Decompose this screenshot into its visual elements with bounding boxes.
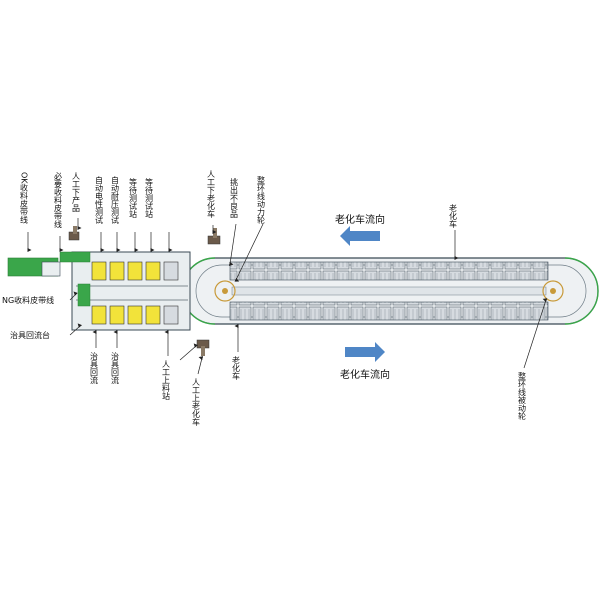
robot-arm-icon [207,228,221,245]
aging-car-row-bottom [229,301,549,321]
flow-label-top: 老化车流向 [335,213,385,226]
label-auto-elec-test: 自动电性测试 [95,175,104,224]
label-aging-car-top: 老化车 [449,203,458,229]
leader-lines-top [27,218,459,282]
label-wait-test-1: 等待测试站 [129,177,138,219]
label-auto-voltage-test: 自动耐压测试 [111,175,120,224]
leader-lines-bottom [69,291,548,375]
label-manual-unload-car: 人工下老化车 [207,170,216,219]
label-ring-driven-wheel: 整环线被动轮 [518,371,527,421]
drive-wheel-icon [214,280,236,302]
station-row-bottom [91,305,179,325]
label-fixture-return-2: 治具回流 [111,351,120,385]
label-pick-defect: 挑出不良品 [230,177,239,219]
bottom-labels: NG收料皮带线 治具回流台 治具回流 治具回流 人工上料站 人工上老化车 老化车… [2,295,527,427]
label-ring-drive-wheel: 整环线动力轮 [257,175,266,225]
label-must-collect: 必要收料皮带线 [54,171,63,228]
label-aging-car-bottom: 老化车 [232,355,241,381]
robot-arm-icon [196,339,210,356]
label-ok-belt: OK收料皮带线 [20,172,29,224]
right-flow-arrow-icon [345,342,385,362]
label-wait-test-2: 等待测试站 [145,177,154,219]
label-ng-belt: NG收料皮带线 [2,295,54,305]
label-manual-load-station: 人工上料站 [162,360,171,401]
aging-car-row-top [229,261,549,281]
label-fixture-return-1: 治具回流 [90,351,99,385]
test-station-block [59,251,191,331]
label-fixture-return-table: 治具回流台 [10,330,50,340]
top-labels: OK收料皮带线 必要收料皮带线 人工下产品 自动电性测试 自动耐压测试 等待测试… [20,170,458,229]
aging-loop [181,257,599,325]
driven-wheel-icon [542,280,564,302]
label-manual-load-car: 人工上老化车 [192,378,201,427]
station-row-top [91,261,179,281]
robot-arm-icon [68,226,80,241]
left-flow-arrow-icon [340,226,380,246]
flow-label-bottom: 老化车流向 [340,368,390,381]
label-manual-unload-product: 人工下产品 [72,172,81,213]
